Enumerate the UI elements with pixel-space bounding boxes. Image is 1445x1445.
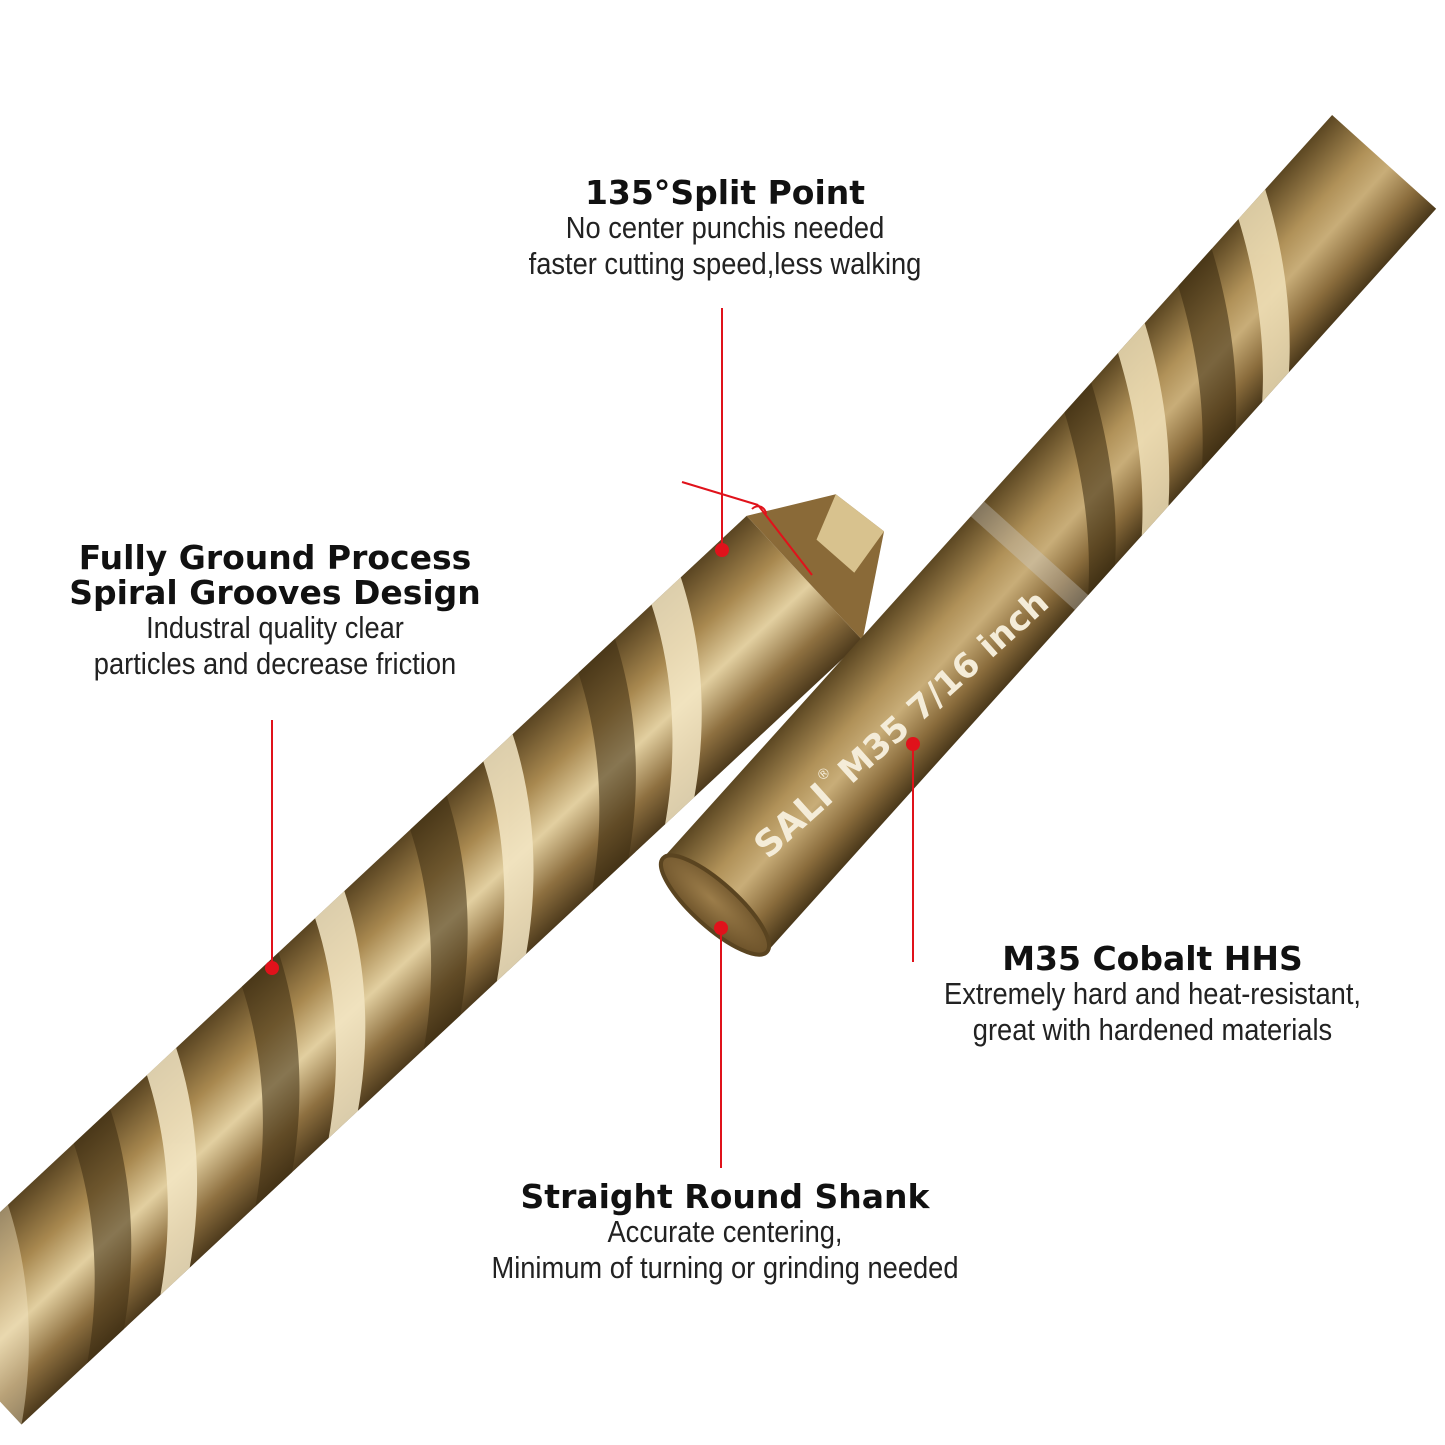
callout-split-point: 135°Split Point No center punchis needed…	[440, 176, 1010, 282]
callout-split-point-title: 135°Split Point	[584, 173, 866, 212]
callout-ground-process: Fully Ground Process Spiral Grooves Desi…	[40, 540, 510, 682]
marker-split-point	[715, 543, 729, 557]
callout-shank-title: Straight Round Shank	[520, 1177, 930, 1216]
drill-bit-left	[0, 494, 885, 1425]
callout-shank: Straight Round Shank Accurate centering,…	[420, 1180, 1030, 1286]
callout-shank-line-2: Minimum of turning or grinding needed	[491, 1250, 959, 1285]
callout-split-point-line-2: faster cutting speed,less walking	[528, 246, 922, 281]
callout-ground-process-line-1: Industral quality clear	[146, 610, 404, 645]
callout-ground-process-title-2: Spiral Grooves Design	[69, 573, 481, 612]
marker-cobalt	[906, 737, 920, 751]
callout-shank-line-1: Accurate centering,	[607, 1214, 843, 1249]
marker-ground-process	[265, 961, 279, 975]
callout-cobalt-title: M35 Cobalt HHS	[1002, 939, 1303, 978]
callout-ground-process-line-2: particles and decrease friction	[93, 646, 457, 681]
callout-cobalt-line-2: great with hardened materials	[972, 1012, 1333, 1047]
callout-cobalt-line-1: Extremely hard and heat-resistant,	[944, 976, 1361, 1011]
callout-cobalt: M35 Cobalt HHS Extremely hard and heat-r…	[880, 942, 1425, 1048]
angle-indicator	[681, 481, 813, 576]
drill-bit-right	[658, 115, 1437, 957]
marker-shank	[714, 921, 728, 935]
callout-ground-process-title-1: Fully Ground Process	[78, 538, 472, 577]
leader-lines	[271, 308, 914, 1168]
callout-split-point-line-1: No center punchis needed	[565, 210, 885, 245]
